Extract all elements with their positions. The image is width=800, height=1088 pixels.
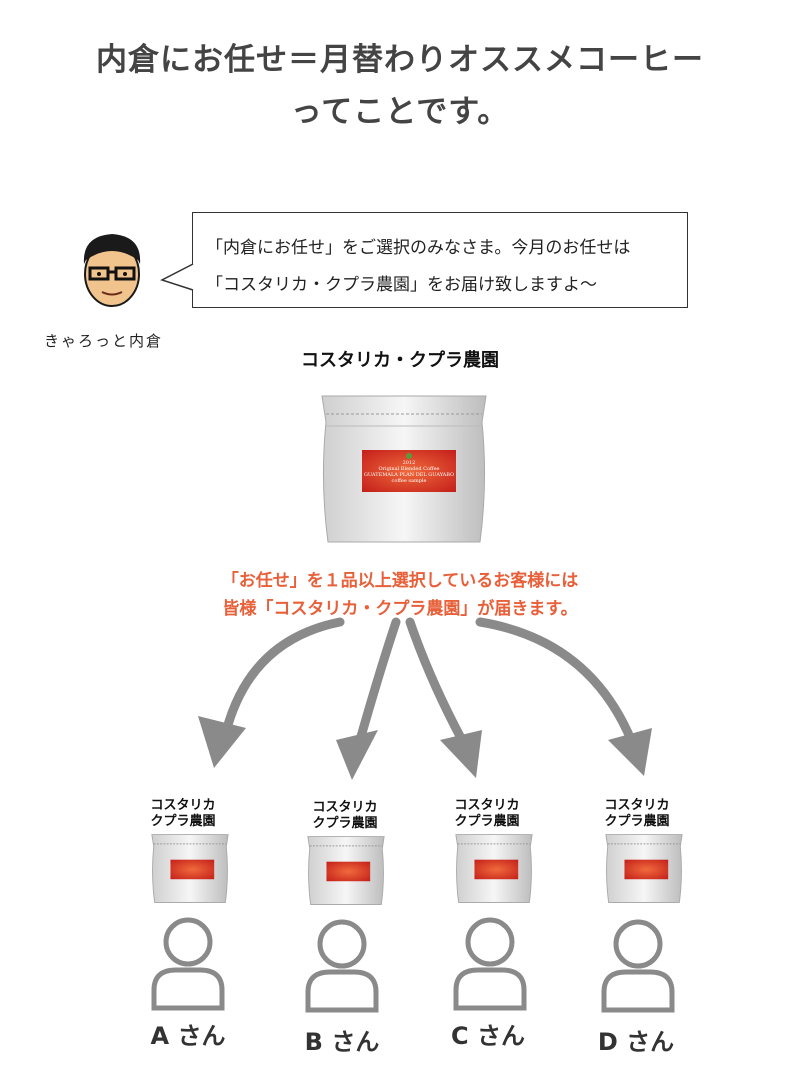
package-label-line: 2012: [402, 460, 416, 466]
recipient-label-line1: コスタリカ: [604, 798, 670, 813]
arrowhead-a-icon: [198, 716, 246, 768]
recipient-a-label: コスタリカ クプラ農園: [128, 798, 238, 830]
recipient-label-line1: コスタリカ: [150, 798, 216, 813]
recipient-label-line1: コスタリカ: [312, 800, 378, 815]
speaker-caption: きゃろっと内倉: [44, 332, 164, 350]
coffee-package-small: [605, 834, 683, 903]
arrowhead-c-icon: [440, 730, 482, 778]
recipient-b-name: B さん: [304, 1028, 380, 1056]
coffee-package-small: [151, 834, 229, 903]
person-c-icon: [453, 917, 527, 1011]
speech-bubble: [192, 212, 688, 308]
recipient-d-label: コスタリカ クプラ農園: [582, 798, 692, 830]
avatar: [83, 234, 141, 307]
recipient-label-line1: コスタリカ: [454, 798, 520, 813]
coffee-package-large: [321, 395, 487, 543]
arrow-to-d: [475, 617, 637, 747]
package-label-text: 2012 Original Blended Coffee GUATEMALA P…: [362, 460, 456, 484]
package-label-line: Original Blended Coffee: [378, 466, 440, 472]
speech-line-2: 「コスタリカ・クプラ農園」をお届け致しますよ～: [206, 275, 597, 295]
speech-line-1: 「内倉にお任せ」をご選択のみなさま。今月のお任せは: [206, 238, 631, 258]
recipient-label-line2: クプラ農園: [312, 816, 378, 831]
package-label-line: GUATEMALA PLAN DEL GUAYABO: [363, 472, 455, 478]
person-a-icon: [151, 917, 225, 1011]
recipient-label-line2: クプラ農園: [150, 814, 216, 829]
arrowhead-b-icon: [336, 730, 378, 780]
notice-line-1: 「お任せ」を１品以上選択しているお客様には: [221, 571, 579, 591]
page-title-line2: ってことです。: [290, 94, 510, 130]
recipient-b-label: コスタリカ クプラ農園: [290, 800, 400, 832]
arrow-to-c: [405, 617, 467, 745]
coffee-package-small: [455, 834, 533, 903]
package-label-line: coffee sample: [391, 478, 427, 484]
recipient-a-name: A さん: [150, 1022, 226, 1050]
arrow-to-b: [355, 617, 401, 745]
arrowhead-d-icon: [608, 728, 652, 776]
recipient-c-name: C さん: [451, 1022, 525, 1050]
recipient-d-name: D さん: [597, 1028, 675, 1056]
product-title: コスタリカ・クプラ農園: [301, 350, 499, 371]
coffee-package-small: [307, 836, 385, 905]
notice-line-2: 皆様「コスタリカ・クプラ農園」が届きます。: [222, 599, 578, 619]
recipient-label-line2: クプラ農園: [454, 814, 520, 829]
arrow-to-a: [221, 617, 345, 737]
person-b-icon: [305, 919, 379, 1013]
person-d-icon: [601, 919, 675, 1013]
page-title-line1: 内倉にお任せ＝月替わりオススメコーヒー: [96, 42, 704, 78]
distribution-arrows: [198, 617, 652, 780]
recipient-label-line2: クプラ農園: [604, 814, 670, 829]
speech-bubble-tail: [160, 263, 195, 291]
recipient-c-label: コスタリカ クプラ農園: [432, 798, 542, 830]
